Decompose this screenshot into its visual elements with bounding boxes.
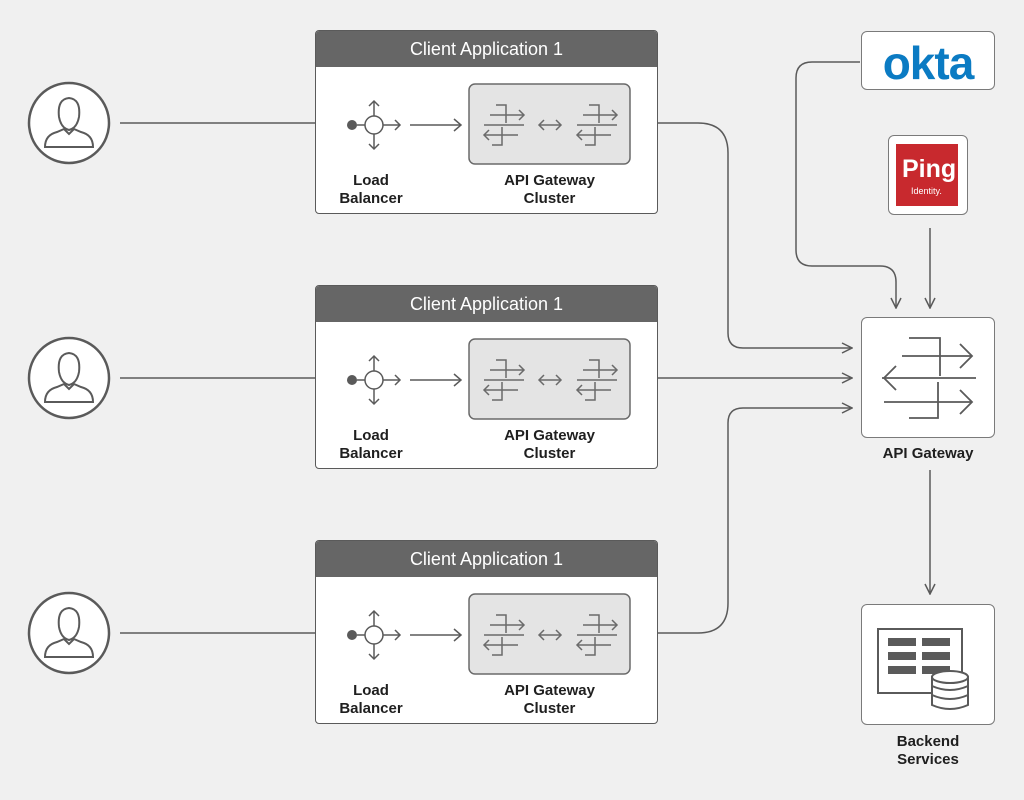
cluster-label: API Gateway Cluster [479,682,620,718]
user-3 [27,591,111,675]
gateway-node-icon [575,614,619,656]
backend-services-label-line1: Backend [896,733,960,750]
client-application-box: Client Application 1 [315,285,658,469]
okta-box: okta [861,31,995,90]
okta-logo: okta [882,37,975,89]
user-icon [27,591,111,675]
user-2 [27,336,111,420]
ping-identity-box: Ping Identity. [888,135,968,215]
load-balancer-label-line1: Load [353,427,389,444]
gateway-node-icon [482,359,526,401]
cluster-label: API Gateway Cluster [479,427,620,463]
backend-services-icon [877,628,969,710]
cluster-label: API Gateway Cluster [479,172,620,208]
gateway-node-icon [575,359,619,401]
gateway-node-icon [482,104,526,146]
backend-services-box [861,604,995,725]
cluster-label-line1: API Gateway [504,172,595,189]
database-icon [931,670,969,710]
load-balancer-label-line1: Load [353,172,389,189]
cluster-1-to-gateway-connector [638,122,852,348]
cluster-box [468,83,631,165]
load-balancer-icon [347,609,402,661]
load-balancer-label: Load Balancer [331,172,411,208]
bidirectional-arrow-icon [537,119,563,131]
api-gateway-box [861,317,995,438]
api-gateway-graphic [882,337,976,419]
ping-logo-subtext: Identity. [911,186,942,196]
cluster-label-line1: API Gateway [504,682,595,699]
cluster-label-line1: API Gateway [504,427,595,444]
backend-services-graphic [877,628,969,710]
bidirectional-arrow-icon [537,374,563,386]
load-balancer-label: Load Balancer [331,427,411,463]
load-balancer-label-line2: Balancer [339,445,403,462]
client-application-title: Client Application 1 [316,31,657,67]
load-balancer-label-line1: Load [353,682,389,699]
cluster-3-to-gateway-connector [638,408,852,634]
load-balancer-label: Load Balancer [331,682,411,718]
user-icon [27,336,111,420]
ping-logo-text: Ping [902,155,957,183]
client-application-box: Client Application 1 [315,30,658,214]
gateway-node-icon [482,614,526,656]
load-balancer-label-line2: Balancer [339,190,403,207]
cluster-box [468,593,631,675]
okta-to-gateway-connector [795,61,896,308]
api-gateway-icon [882,337,976,419]
load-balancer-icon [347,354,402,406]
backend-services-label: Backend Services [861,733,995,769]
ping-identity-logo: Ping Identity. [896,144,958,206]
cluster-box [468,338,631,420]
backend-services-label-line2: Services [897,751,959,768]
client-application-title: Client Application 1 [316,286,657,322]
client-internals [347,83,631,165]
client-internals [347,593,631,675]
gateway-node-icon [575,104,619,146]
load-balancer-label-line2: Balancer [339,700,403,717]
user-1 [27,81,111,165]
cluster-label-line2: Cluster [523,445,576,462]
cluster-label-line2: Cluster [523,700,576,717]
users-layer [27,81,111,675]
client-application-box: Client Application 1 [315,540,658,724]
api-gateway-label: API Gateway [882,445,974,462]
client-application-title: Client Application 1 [316,541,657,577]
load-balancer-icon [347,99,402,151]
user-icon [27,81,111,165]
client-internals [347,338,631,420]
bidirectional-arrow-icon [537,629,563,641]
cluster-label-line2: Cluster [523,190,576,207]
